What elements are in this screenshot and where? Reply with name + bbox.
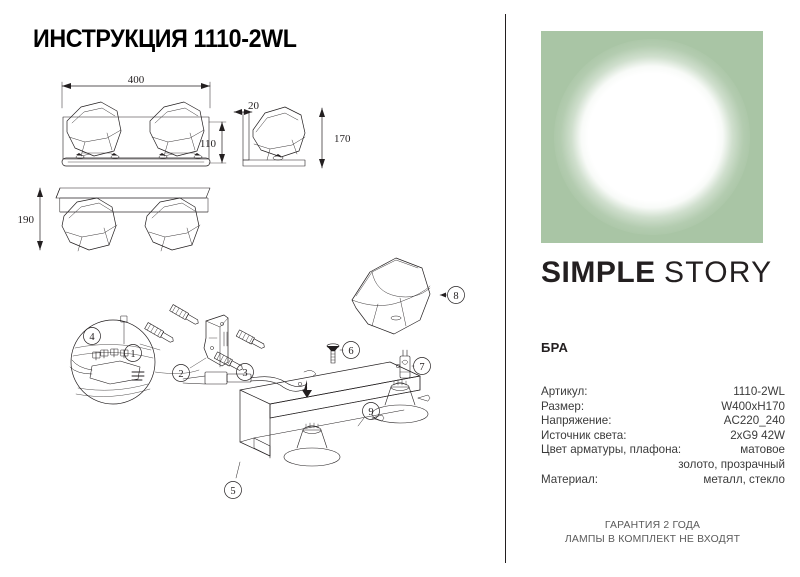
panel-divider (505, 14, 506, 563)
spec-value: 1110-2WL (733, 385, 785, 398)
spec-label: Артикул: (541, 385, 588, 398)
specifications-list: Артикул: 1110-2WL Размер: W400xH170 Напр… (541, 385, 785, 487)
dimension-height-170 (319, 107, 325, 169)
callout-label-6: 6 (348, 346, 353, 357)
callout-label-8: 8 (453, 291, 458, 302)
callout-9 (357, 402, 380, 427)
spec-value: металл, стекло (703, 472, 785, 486)
technical-drawings: 400 110 20 170 190 1 2 3 4 5 6 7 8 9 (18, 74, 465, 499)
warranty-note: ГАРАНТИЯ 2 ГОДА (604, 520, 701, 531)
spec-value: 2xG9 42W (730, 428, 785, 442)
spec-row-color: Цвет арматуры, плафона: матовое (541, 443, 785, 458)
callout-7 (411, 357, 431, 375)
spec-label: Размер: (541, 399, 585, 413)
product-type-label: БРА (541, 340, 569, 355)
product-info-panel: SIMPLE STORY БРА Артикул: 1110-2WL Разме… (505, 0, 800, 577)
callout-5 (224, 461, 242, 499)
detail-circle-terminal-block (69, 315, 156, 405)
spec-value: W400xH170 (721, 399, 785, 413)
spec-value: матовое (740, 443, 785, 457)
part-anchor-screws (139, 304, 199, 351)
part-g9-lamp (399, 349, 411, 379)
spec-value-continuation: золото, прозрачный (678, 457, 785, 471)
callout-label-3: 3 (242, 368, 247, 379)
spec-row-size: Размер: W400xH170 (541, 400, 785, 415)
round-lamp-glow-icon (554, 39, 750, 235)
spec-row-light-source: Источник света: 2xG9 42W (541, 429, 785, 444)
callout-label-2: 2 (178, 369, 183, 380)
callout-8 (439, 286, 465, 304)
part-supply-cable (182, 370, 317, 398)
bottom-view-geometry (55, 187, 211, 252)
callout-2 (172, 357, 207, 382)
dimension-depth-20 (233, 109, 253, 115)
spec-label: Напряжение: (541, 414, 612, 428)
dimension-label-width: 400 (128, 74, 145, 86)
part-glass-shade (351, 257, 431, 335)
dimension-label-depth: 20 (248, 100, 260, 112)
part-shade-screw (326, 343, 340, 364)
brand-word-story: STORY (664, 256, 773, 289)
spec-row-voltage: Напряжение: AC220_240 (541, 414, 785, 429)
callout-label-7: 7 (419, 362, 424, 373)
spec-label: Материал: (541, 472, 598, 486)
dimension-depth-190 (37, 187, 43, 251)
callout-6 (339, 341, 360, 359)
part-base-plate (239, 361, 431, 467)
brand-word-simple: SIMPLE (541, 256, 656, 289)
callout-label-4: 4 (89, 332, 95, 343)
callout-label-9: 9 (368, 407, 373, 418)
dimension-height-110 (208, 121, 227, 164)
product-hero-image (541, 31, 763, 243)
dimension-label-front-height: 110 (200, 138, 217, 150)
lamps-not-included-note: ЛАМПЫ В КОМПЛЕКТ НЕ ВХОДЯТ (564, 533, 741, 545)
footer-notes: ГАРАНТИЯ 2 ГОДА ЛАМПЫ В КОМПЛЕКТ НЕ ВХОД… (505, 519, 800, 546)
callout-3 (236, 363, 254, 381)
callout-label-5: 5 (230, 486, 235, 497)
dimension-label-side-height: 170 (334, 133, 351, 145)
spec-row-article: Артикул: 1110-2WL (541, 385, 785, 400)
brand-logo: SIMPLE STORY (541, 258, 772, 288)
spec-label: Цвет арматуры, плафона: (541, 443, 682, 457)
side-view-geometry (242, 106, 306, 167)
callout-label-1: 1 (130, 349, 135, 360)
callout-1 (124, 344, 142, 362)
callout-4 (83, 327, 101, 345)
dimension-width-400 (61, 81, 211, 109)
page-title: ИНСТРУКЦИЯ 1110-2WL (33, 25, 297, 53)
drawings-canvas: 400 110 20 170 190 1 2 3 4 5 6 7 8 9 (18, 74, 465, 499)
front-view-geometry (61, 101, 211, 167)
dimension-label-bottom-depth: 190 (18, 214, 35, 226)
spec-label: Источник света: (541, 428, 627, 442)
spec-value: AC220_240 (723, 414, 785, 428)
spec-row-material: Материал: металл, стекло (541, 473, 785, 488)
